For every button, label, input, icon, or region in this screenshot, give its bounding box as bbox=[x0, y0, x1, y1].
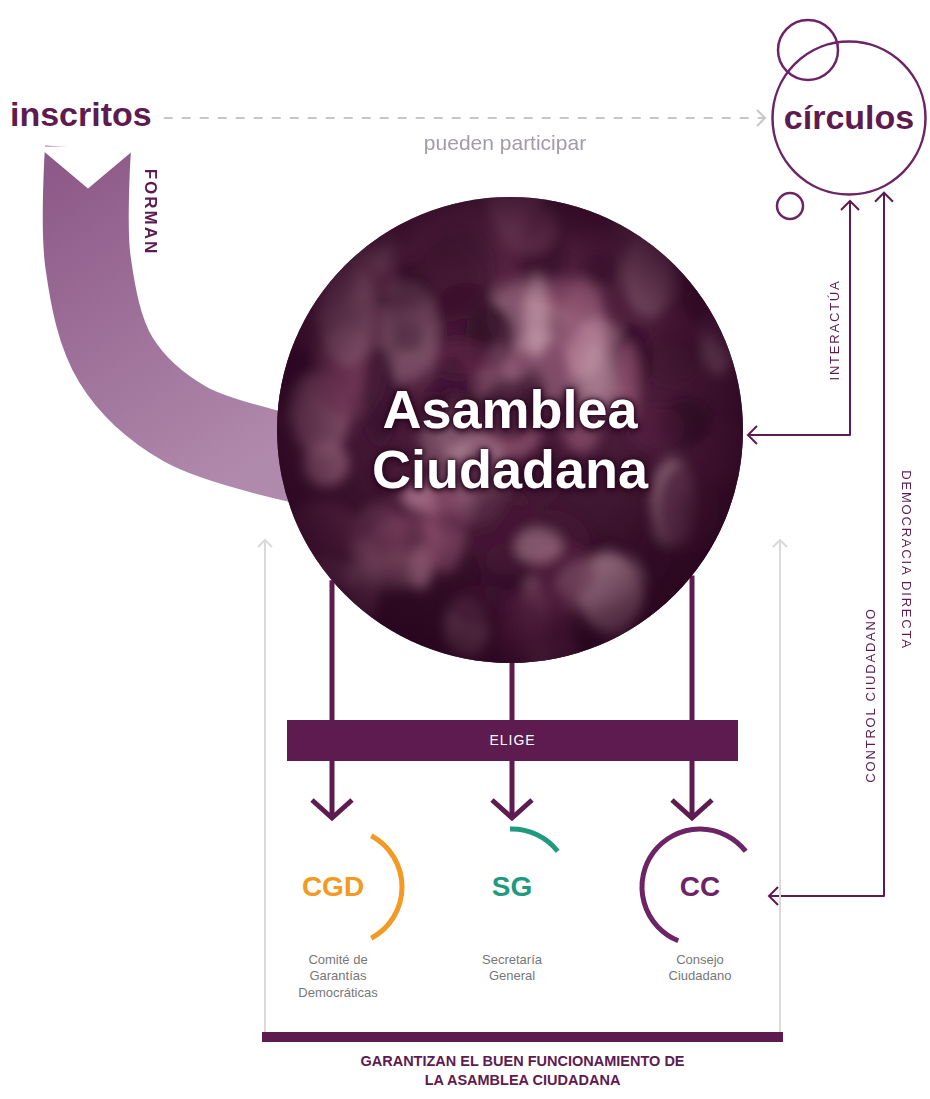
organ-node: CC Consejo Ciudadano bbox=[635, 822, 765, 985]
node-text: Consejo Ciudadano bbox=[650, 952, 750, 985]
arrowhead bbox=[258, 540, 272, 547]
arrowhead bbox=[757, 110, 765, 126]
arrow-tail-notch bbox=[38, 146, 138, 188]
crowd-figure bbox=[719, 545, 767, 595]
photo-vignette bbox=[277, 197, 743, 663]
connector bbox=[769, 193, 893, 905]
vertical-label: CONTROL CIUDADANO bbox=[863, 607, 878, 782]
arrowhead bbox=[492, 800, 532, 818]
arrowhead bbox=[769, 887, 778, 905]
node-text: GARANTIZAN EL BUEN FUNCIONAMIENTO DE LA … bbox=[354, 1052, 692, 1090]
connector bbox=[672, 575, 712, 818]
edge-label: DEMOCRACIA DIRECTA bbox=[899, 470, 914, 650]
arc-mark bbox=[371, 836, 402, 938]
decor-circle bbox=[778, 20, 838, 80]
connector-line bbox=[748, 201, 850, 435]
connector-line bbox=[264, 540, 266, 1032]
bar bbox=[262, 1032, 783, 1042]
crowd-figure bbox=[634, 627, 708, 677]
member-label: inscritos bbox=[10, 96, 152, 133]
organ-mark: SG bbox=[442, 822, 582, 952]
crowd-figure bbox=[297, 554, 325, 643]
photo-ground bbox=[277, 197, 743, 663]
connector-line bbox=[769, 193, 884, 896]
organ-node: CGD Comité de Garantías Democráticas bbox=[268, 822, 408, 1001]
connector bbox=[164, 110, 765, 126]
connector bbox=[773, 540, 787, 1032]
connector-line bbox=[164, 117, 765, 119]
node-text: inscritos bbox=[10, 96, 152, 133]
assembly-circle: Asamblea Ciudadana bbox=[277, 197, 743, 663]
circle-node: círculos bbox=[771, 40, 927, 196]
crowd-figure bbox=[685, 617, 733, 707]
arrowhead bbox=[841, 201, 859, 210]
node-text: círculos bbox=[784, 99, 914, 136]
node-outline bbox=[773, 42, 926, 195]
node-text: CC bbox=[680, 872, 720, 903]
guarantee-bar: GARANTIZAN EL BUEN FUNCIONAMIENTO DE LA … bbox=[262, 1032, 783, 1090]
organ-node: SG Secretaría General bbox=[442, 822, 582, 985]
crowd-figure bbox=[320, 619, 383, 672]
crowd-figure bbox=[264, 170, 290, 242]
arrowhead bbox=[875, 193, 893, 202]
decor-circle bbox=[777, 193, 803, 219]
node-text: ELIGE bbox=[287, 732, 738, 749]
crowd-figure bbox=[699, 560, 744, 657]
elects-band: ELIGE bbox=[287, 720, 738, 761]
edge-label: INTERACTÚA bbox=[827, 279, 842, 380]
crowd-figure bbox=[664, 171, 713, 266]
node-content: círculos bbox=[771, 40, 927, 196]
crowd-blur bbox=[246, 160, 776, 707]
connector-line bbox=[690, 575, 695, 818]
crowd-photo bbox=[246, 160, 776, 707]
arc-mark bbox=[642, 829, 746, 941]
organ-mark: CC bbox=[635, 822, 765, 952]
arrowhead bbox=[672, 800, 712, 818]
organ-mark: CGD bbox=[268, 822, 408, 952]
crowd-figure bbox=[264, 201, 334, 241]
connector bbox=[312, 580, 352, 818]
node-text: CGD bbox=[302, 872, 364, 903]
node-text: SG bbox=[492, 872, 532, 903]
node-text: Asamblea Ciudadana bbox=[340, 379, 680, 500]
arc-mark bbox=[510, 829, 558, 851]
arrowhead bbox=[748, 426, 757, 444]
connector bbox=[748, 201, 859, 444]
node-text: Secretaría General bbox=[462, 952, 562, 985]
node-text: Comité de Garantías Democráticas bbox=[288, 952, 388, 1001]
edge-label: pueden participar bbox=[424, 131, 586, 155]
arrowhead bbox=[773, 540, 787, 547]
arrowhead bbox=[312, 800, 352, 818]
edge-label: FORMAN bbox=[140, 169, 160, 256]
connector-line bbox=[330, 580, 335, 818]
connector-line bbox=[779, 540, 781, 1032]
node-content: Asamblea Ciudadana bbox=[277, 197, 743, 663]
connector bbox=[258, 540, 272, 1032]
